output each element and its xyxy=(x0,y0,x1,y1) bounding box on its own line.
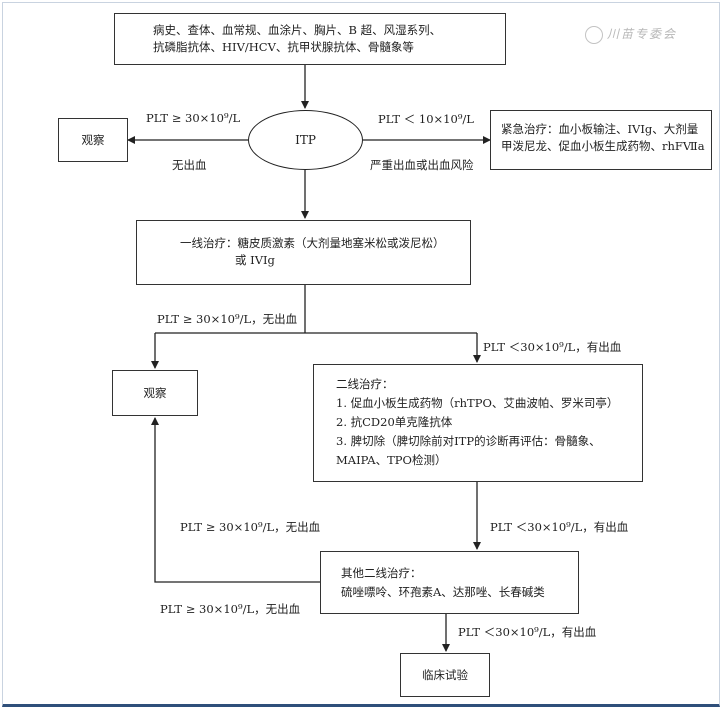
other-second-line1: 其他二线治疗： xyxy=(341,566,422,580)
label-first-left: PLT ≥ 30×10⁹/L，无出血 xyxy=(157,312,298,326)
second-line-item1: 1. 促血小板生成药物（rhTPO、艾曲波帕、罗米司亭） xyxy=(336,396,619,410)
trial-box: 临床试验 xyxy=(400,653,490,697)
first-line-box: 一线治疗：糖皮质激素（大剂量地塞米松或泼尼松） 或 IVIg xyxy=(136,220,471,285)
label-other-left: PLT ≥ 30×10⁹/L，无出血 xyxy=(160,602,301,616)
itp-label: ITP xyxy=(295,133,316,147)
watermark-text: 川苗专委会 xyxy=(607,27,678,41)
second-line-item3a: 3. 脾切除（脾切除前对ITP的诊断再评估：骨髓象、 xyxy=(336,434,601,448)
observe-mid-label: 观察 xyxy=(143,385,167,400)
label-itp-right-plt: PLT ＜ 10×10⁹/L xyxy=(378,112,474,126)
seal-icon xyxy=(585,25,603,44)
figure-frame xyxy=(2,2,720,707)
observe-top-box: 观察 xyxy=(58,118,128,162)
other-second-line2: 硫唑嘌呤、环孢素A、达那唑、长春碱类 xyxy=(341,585,545,599)
label-second-right: PLT ＜30×10⁹/L，有出血 xyxy=(490,520,629,534)
label-itp-left-plt: PLT ≥ 30×10⁹/L xyxy=(146,111,241,125)
second-line-title: 二线治疗： xyxy=(336,377,394,391)
label-first-right: PLT ＜30×10⁹/L，有出血 xyxy=(483,340,622,354)
emergency-box: 紧急治疗：血小板输注、IVIg、大剂量 甲泼尼龙、促血小板生成药物、rhFⅦa xyxy=(490,110,712,170)
history-box: 病史、查体、血常规、血涂片、胸片、B 超、风湿系列、 抗磷脂抗体、HIV/HCV… xyxy=(114,13,506,65)
observe-mid-box: 观察 xyxy=(112,370,198,416)
emergency-line2: 甲泼尼龙、促血小板生成药物、rhFⅦa xyxy=(501,139,705,153)
label-second-left: PLT ≥ 30×10⁹/L，无出血 xyxy=(180,520,321,534)
watermark: 川苗专委会 xyxy=(585,25,677,44)
label-itp-left-cond: 无出血 xyxy=(172,158,207,172)
first-line-line1: 一线治疗：糖皮质激素（大剂量地塞米松或泼尼松） xyxy=(180,236,445,250)
first-line-line2: 或 IVIg xyxy=(235,253,275,267)
emergency-line1: 紧急治疗：血小板输注、IVIg、大剂量 xyxy=(501,122,699,136)
second-line-item3b: MAIPA、TPO检测） xyxy=(336,453,447,467)
history-line1: 病史、查体、血常规、血涂片、胸片、B 超、风湿系列、 xyxy=(153,23,442,37)
itp-node: ITP xyxy=(248,110,363,170)
history-line2: 抗磷脂抗体、HIV/HCV、抗甲状腺抗体、骨髓象等 xyxy=(153,40,414,54)
observe-top-label: 观察 xyxy=(81,132,105,147)
other-second-box: 其他二线治疗： 硫唑嘌呤、环孢素A、达那唑、长春碱类 xyxy=(320,551,579,614)
arrow-other-observe xyxy=(151,417,320,583)
trial-label: 临床试验 xyxy=(422,667,468,682)
second-line-box: 二线治疗： 1. 促血小板生成药物（rhTPO、艾曲波帕、罗米司亭） 2. 抗C… xyxy=(313,364,643,482)
label-itp-right-cond: 严重出血或出血风险 xyxy=(370,158,474,172)
second-line-item2: 2. 抗CD20单克隆抗体 xyxy=(336,415,453,429)
label-other-right: PLT ＜30×10⁹/L，有出血 xyxy=(458,625,597,639)
